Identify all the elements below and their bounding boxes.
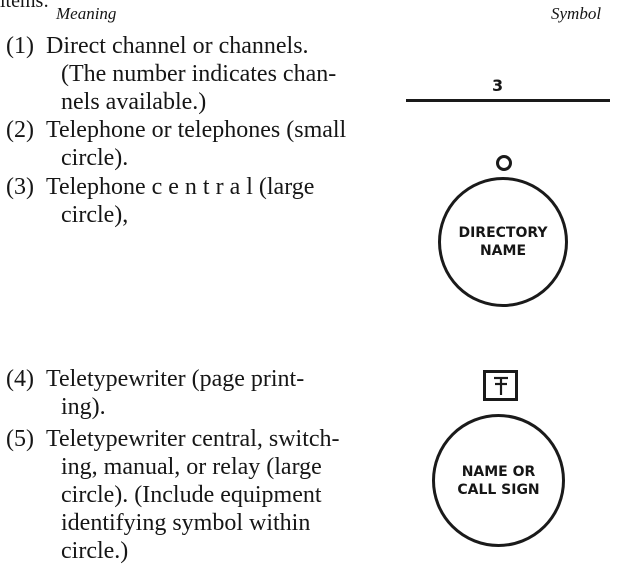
list-item: (5) Teletypewriter central, switch- ing,…	[6, 425, 371, 565]
list-item: (1) Direct channel or channels. (The num…	[6, 32, 371, 116]
item-text-line: circle).	[61, 145, 129, 171]
item-text-line: Telephone c e n t r a l (large	[46, 174, 315, 200]
item-number: (1)	[6, 33, 34, 59]
top-fragment: items:	[0, 0, 49, 12]
item-number: (5)	[6, 426, 34, 452]
item-text-line: Teletypewriter central, switch-	[46, 426, 340, 452]
channel-count-label: 3	[492, 76, 504, 95]
item-text-line: ing, manual, or relay (large	[61, 454, 322, 480]
teletypewriter-symbol-icon	[483, 370, 518, 401]
telephone-central-circle: DIRECTORY NAME	[438, 177, 568, 307]
list-item: (4) Teletypewriter (page print- ing).	[6, 365, 371, 421]
item-number: (4)	[6, 366, 34, 392]
list-item: (3) Telephone c e n t r a l (large circl…	[6, 173, 371, 229]
teletypewriter-glyph-icon	[494, 376, 508, 395]
circle-text-line: DIRECTORY	[458, 225, 548, 241]
item-text-line: identifying symbol within	[61, 510, 311, 536]
item-text-line: circle). (Include equipment	[61, 482, 322, 508]
item-number: (3)	[6, 174, 34, 200]
item-text-line: nels available.)	[61, 89, 207, 115]
circle-text-line: NAME	[479, 243, 527, 259]
item-text-line: circle),	[61, 202, 129, 228]
item-text-line: Telephone or telephones (small	[46, 117, 347, 143]
column-header-symbol: Symbol	[551, 4, 602, 23]
item-text-line: circle.)	[61, 538, 129, 564]
column-header-meaning: Meaning	[56, 4, 117, 23]
small-circle-icon	[496, 155, 512, 171]
item-number: (2)	[6, 117, 34, 143]
item-text-line: (The number indicates chan-	[61, 61, 337, 87]
teletypewriter-central-circle: NAME OR CALL SIGN	[432, 414, 565, 547]
item-text-line: Direct channel or channels.	[46, 33, 309, 59]
item-text-line: Teletypewriter (page print-	[46, 366, 305, 392]
item-text-line: ing).	[61, 394, 106, 420]
list-item: (2) Telephone or telephones (small circl…	[6, 116, 371, 172]
circle-text-line: CALL SIGN	[457, 481, 540, 498]
circle-text-line: NAME OR	[461, 463, 536, 480]
direct-channel-line	[406, 99, 610, 102]
